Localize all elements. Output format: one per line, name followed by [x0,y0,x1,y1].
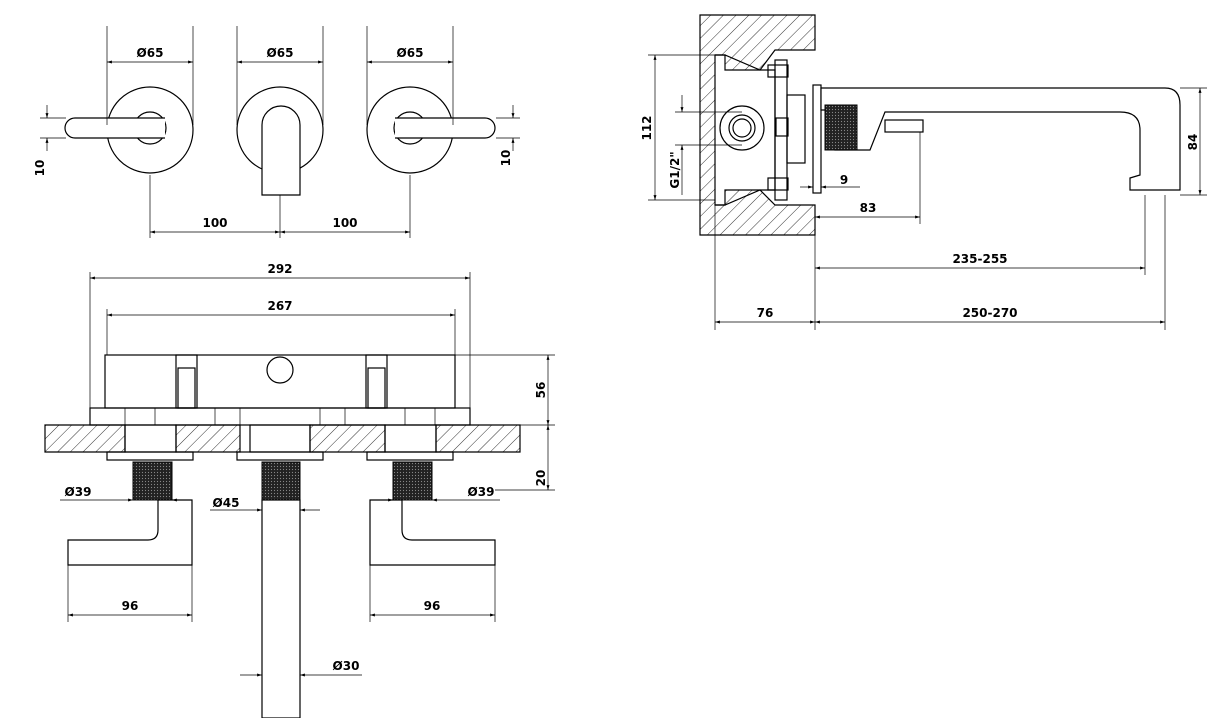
right-lever-front [369,499,496,566]
dim-connection-thread: G1/2" [668,151,682,188]
dim-body-width: 267 [267,299,292,313]
spout-front [261,499,301,718]
top-view: Ø65 Ø65 Ø65 10 10 100 100 [33,26,520,238]
front-view: 292 267 56 20 Ø39 Ø45 Ø39 96 96 Ø30 [44,262,555,718]
dim-handle-dia-left: Ø39 [65,485,92,499]
left-lever [64,117,165,139]
left-knurled-handle [132,461,173,501]
dim-spout-dia: Ø30 [333,659,360,673]
side-knurled-handle [824,104,858,151]
wall-section-side [699,14,816,236]
mounting-plate [89,407,471,426]
dim-gap: 9 [840,173,848,187]
spout-knurled-collar [261,461,301,501]
left-lever-front [67,499,193,566]
dim-dia-right: Ø65 [397,46,424,60]
dim-dia-left: Ø65 [137,46,164,60]
dim-spacing-right: 100 [332,216,357,230]
dim-spout-reach: 235-255 [952,252,1007,266]
inlet-connection [719,105,765,151]
dim-lever-length-right: 96 [424,599,441,613]
wall-section [44,424,126,453]
right-lever [395,117,496,139]
dim-handle-projection: 83 [860,201,877,215]
dim-spout-rosette-dia: Ø45 [213,496,240,510]
dim-body-height: 112 [640,115,654,140]
dim-offset-left: 10 [33,160,47,177]
dim-overall-reach: 250-270 [962,306,1017,320]
spout-top [261,105,301,196]
dim-lever-length-left: 96 [122,599,139,613]
side-view: 112 G1/2" 84 9 83 235-255 76 250-270 [640,14,1207,330]
spout-side [820,87,1181,191]
dim-offset-right: 10 [499,150,513,167]
dim-overall-width: 292 [267,262,292,276]
dim-body-depth: 56 [534,382,548,399]
dim-spout-height: 84 [1186,134,1200,151]
concealed-body [104,354,456,409]
dim-wall-thickness: 20 [534,470,548,487]
dim-spacing-left: 100 [202,216,227,230]
dim-handle-dia-right: Ø39 [468,485,495,499]
dim-dia-mid: Ø65 [267,46,294,60]
dim-wall-depth: 76 [757,306,774,320]
right-knurled-handle [392,461,433,501]
